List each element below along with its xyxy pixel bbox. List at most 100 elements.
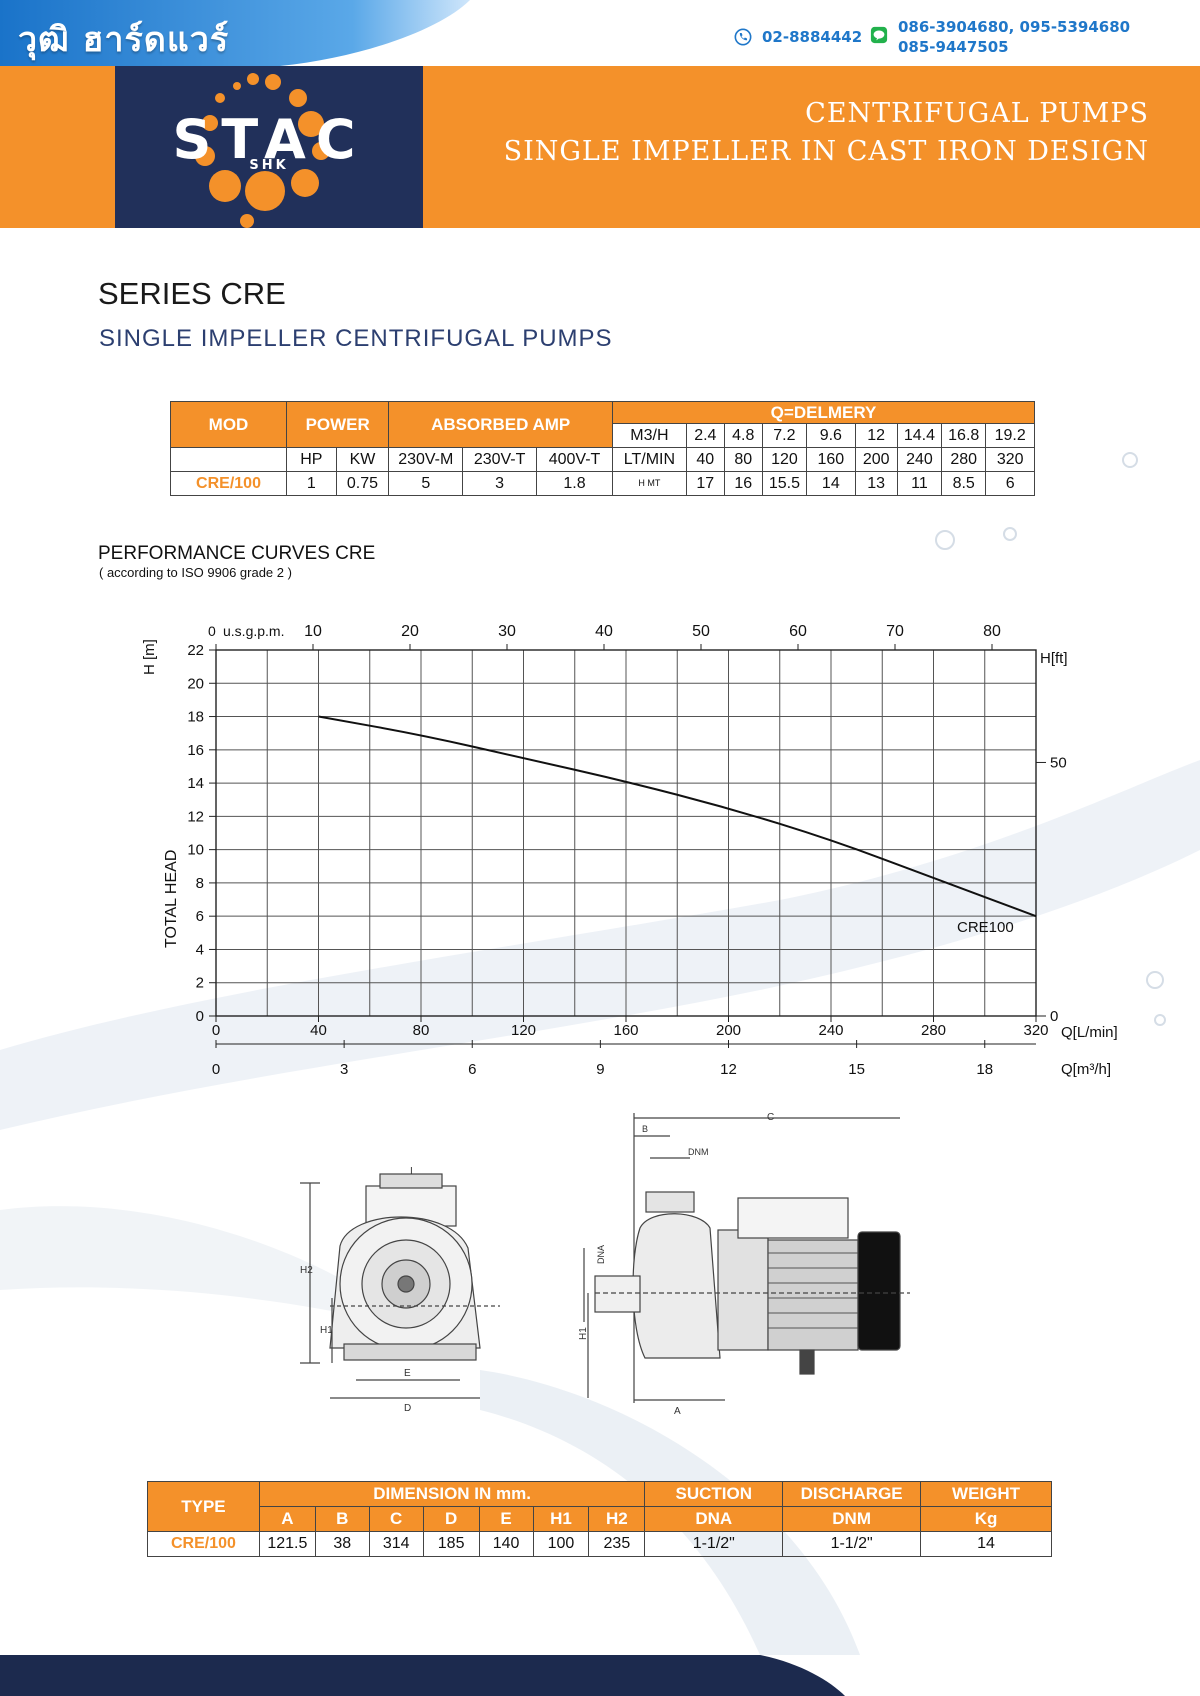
m3h-tick-label: 6	[468, 1061, 476, 1078]
amp-value: 5	[388, 471, 464, 496]
dim-col-d: D	[422, 1506, 480, 1532]
top-axis-zero: 0	[208, 623, 216, 639]
performance-title: PERFORMANCE CURVES CRE	[98, 543, 376, 564]
dim-value-c: 314	[368, 1531, 424, 1557]
dim-label-e: E	[404, 1368, 411, 1379]
dimension-table: TYPE DIMENSION IN mm. SUCTION DISCHARGE …	[147, 1481, 1052, 1557]
hp-value: 1	[286, 471, 337, 496]
header-weight: WEIGHT	[920, 1481, 1052, 1507]
dim-col-e: E	[478, 1506, 534, 1532]
ltmin-value: 200	[854, 447, 898, 472]
dim-label-dnm: DNM	[688, 1147, 709, 1157]
x-tick-label: 0	[212, 1022, 220, 1039]
top-strip: วุฒิ ฮาร์ดแวร์ 02-8884442 086-3904680, 0…	[0, 0, 1200, 66]
top-tick-label: 50	[692, 623, 710, 640]
x-tick-label: 80	[413, 1022, 430, 1039]
y-tick-label: 2	[196, 975, 204, 992]
logo-subtext: SHK	[249, 158, 289, 173]
header-suction: SUCTION	[644, 1481, 784, 1507]
pump-front-view	[300, 1173, 500, 1399]
m3h-value: 19.2	[985, 423, 1035, 448]
head-value: 15.5	[761, 471, 808, 496]
ltmin-value: 40	[685, 447, 725, 472]
amp-col: 230V-T	[462, 447, 538, 472]
x-tick-label: 200	[716, 1022, 741, 1039]
mobile-numbers-line2[interactable]: 085-9447505	[898, 38, 1009, 56]
m3h-value: 16.8	[941, 423, 987, 448]
y-tick-label: 14	[187, 775, 204, 792]
ltmin-value: 280	[941, 447, 987, 472]
x-tick-label: 320	[1023, 1022, 1048, 1039]
stac-logo: STAC SHK	[115, 66, 423, 228]
banner-title-line2: SINGLE IMPELLER IN CAST IRON DESIGN	[503, 136, 1149, 167]
y-tick-label: 22	[187, 642, 204, 659]
x-tick-label: 120	[511, 1022, 536, 1039]
mobile-numbers-line1[interactable]: 086-3904680, 095-5394680	[898, 18, 1131, 36]
kw-label: KW	[335, 447, 390, 472]
performance-subtitle: ( according to ISO 9906 grade 2 )	[99, 565, 292, 580]
m3h-tick-label: 12	[720, 1061, 737, 1078]
phone-icon	[734, 28, 752, 46]
m3h-tick-label: 18	[976, 1061, 993, 1078]
pump-side-view	[583, 1113, 910, 1403]
m3h-tick-label: 15	[848, 1061, 865, 1078]
dim-col-h2: H2	[588, 1506, 646, 1532]
second-x-axis-label: Q[m³/h]	[1061, 1061, 1111, 1078]
top-tick-label: 20	[401, 623, 419, 640]
suction-dna: DNA	[644, 1506, 784, 1532]
head-value: 8.5	[941, 471, 987, 496]
dim-value-a: 121.5	[258, 1531, 316, 1557]
weight-value: 14	[920, 1531, 1052, 1557]
m3h-tick-label: 0	[212, 1061, 220, 1078]
product-banner: STAC SHK CENTRIFUGAL PUMPS SINGLE IMPELL…	[0, 66, 1200, 228]
top-tick-label: 40	[595, 623, 613, 640]
top-tick-label: 70	[886, 623, 904, 640]
model-name: CRE/100	[169, 471, 288, 496]
hp-label: HP	[286, 447, 337, 472]
pump-dimension-drawings: I H2 H1 E D C B DNM DNA H1 A	[300, 1112, 910, 1417]
weight-kg: Kg	[920, 1506, 1052, 1532]
empty-cell	[169, 447, 288, 472]
y-tick-label: 8	[196, 875, 204, 892]
x-tick-label: 160	[613, 1022, 638, 1039]
m3h-value: 9.6	[806, 423, 856, 448]
chart-grid	[215, 649, 1037, 1017]
dim-label-a: A	[674, 1406, 681, 1417]
series-line-cre100	[318, 715, 1037, 918]
dim-label-c: C	[767, 1112, 774, 1123]
dim-value-b: 38	[314, 1531, 370, 1557]
y-tick-label: 20	[187, 675, 204, 692]
model-name: CRE/100	[147, 1531, 260, 1557]
top-tick-label: 80	[983, 623, 1001, 640]
dim-value-h2: 235	[588, 1531, 646, 1557]
brand-wave	[0, 0, 470, 66]
ltmin-value: 320	[985, 447, 1035, 472]
dim-col-b: B	[314, 1506, 370, 1532]
ltmin-value: 240	[896, 447, 943, 472]
footer-band	[0, 1655, 845, 1696]
dim-label-i: I	[410, 1166, 413, 1177]
m3h-label: M3/H	[611, 423, 687, 448]
dim-col-h1: H1	[532, 1506, 590, 1532]
dim-col-c: C	[368, 1506, 424, 1532]
m3h-tick-label: 9	[596, 1061, 604, 1078]
x-tick-label: 40	[310, 1022, 327, 1039]
m3h-value: 4.8	[723, 423, 763, 448]
discharge-value: 1-1/2"	[782, 1531, 922, 1557]
top-tick-label: 10	[304, 623, 322, 640]
discharge-dnm: DNM	[782, 1506, 922, 1532]
phone-number[interactable]: 02-8884442	[762, 28, 863, 46]
header-discharge: DISCHARGE	[782, 1481, 922, 1507]
shop-name: วุฒิ ฮาร์ดแวร์	[18, 20, 230, 60]
dim-label-h2: H2	[300, 1265, 313, 1276]
head-value: 17	[685, 471, 725, 496]
head-label: H MT	[611, 471, 687, 496]
logo-text: STAC	[172, 108, 366, 171]
m3h-value: 2.4	[685, 423, 725, 448]
top-axis-label: u.s.g.p.m.	[223, 623, 284, 639]
ltmin-label: LT/MIN	[611, 447, 687, 472]
dim-label-dna: DNA	[596, 1245, 606, 1264]
kw-value: 0.75	[335, 471, 390, 496]
